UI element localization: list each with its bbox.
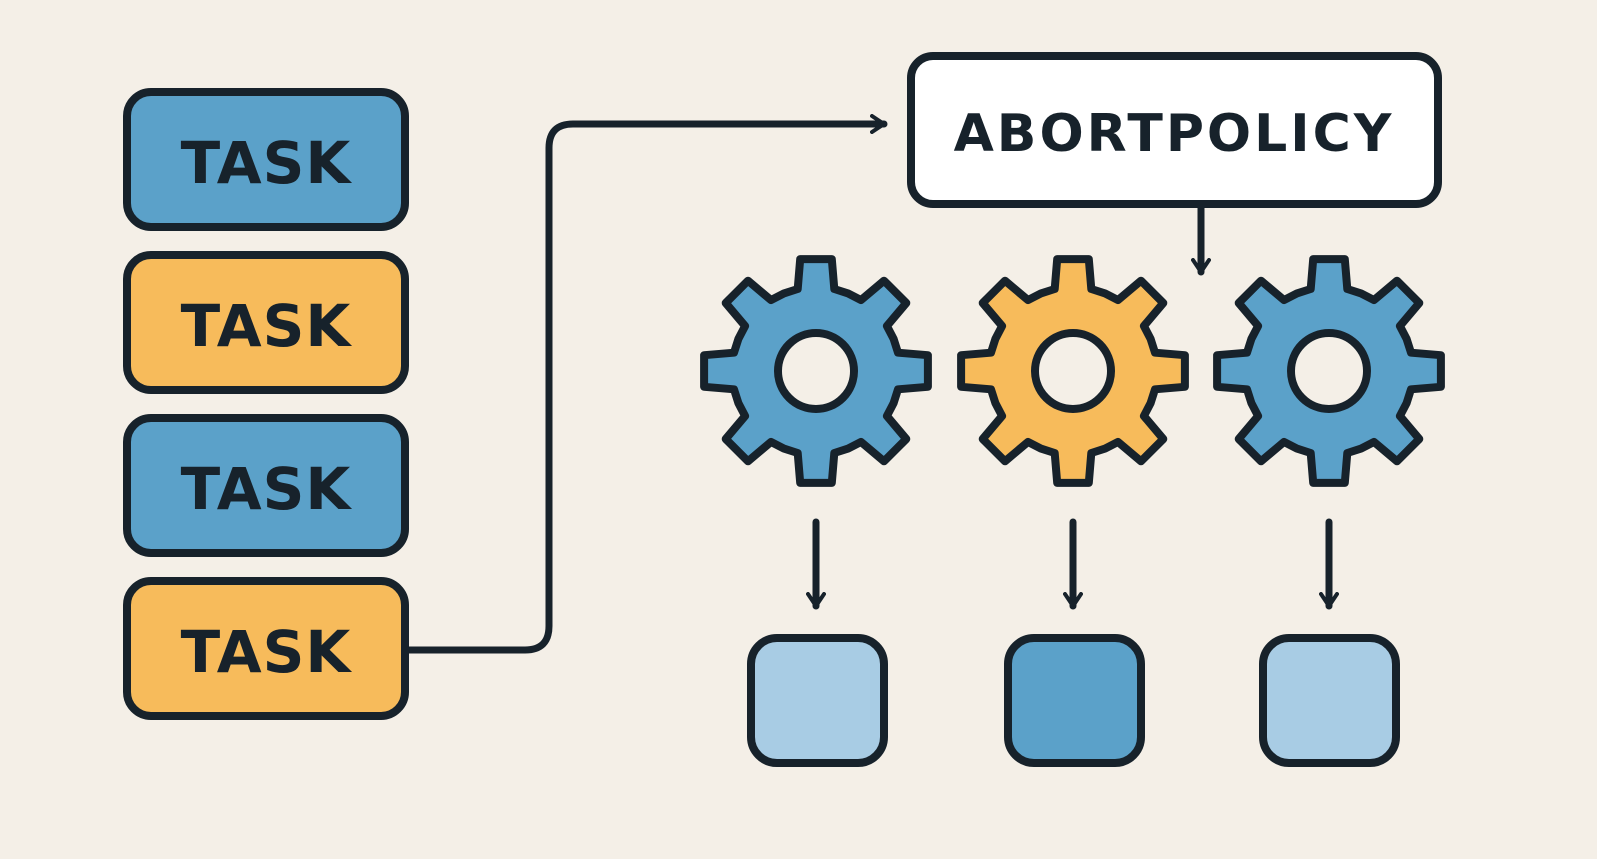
output-box-2 xyxy=(1004,634,1145,767)
abort-policy-box-shape xyxy=(907,52,1442,208)
gear-1 xyxy=(700,255,932,487)
task-box-3: TASK xyxy=(123,414,409,557)
task-to-policy-connector xyxy=(405,114,888,654)
task-box-1: TASK xyxy=(123,88,409,231)
task-label-1: TASK xyxy=(181,129,353,197)
gear-hole xyxy=(1287,329,1371,413)
task-box-4-shape xyxy=(123,577,409,720)
task-stack: TASK TASK TASK TASK xyxy=(123,88,409,720)
output-box-1 xyxy=(747,634,888,767)
task-box-2-shape xyxy=(123,251,409,394)
task-box-3-shape xyxy=(123,414,409,557)
abort-policy-label: ABORTPOLICY xyxy=(954,104,1395,164)
task-box-1-shape xyxy=(123,88,409,231)
task-box-2: TASK xyxy=(123,251,409,394)
output-box-3 xyxy=(1259,634,1400,767)
gear-2 xyxy=(957,255,1189,487)
task-label-3: TASK xyxy=(181,455,353,523)
gear-3 xyxy=(1213,255,1445,487)
task-box-4: TASK xyxy=(123,577,409,720)
gear-hole xyxy=(774,329,858,413)
task-label-2: TASK xyxy=(181,292,353,360)
task-label-4: TASK xyxy=(181,618,353,686)
abort-policy-box: ABORTPOLICY xyxy=(907,52,1442,208)
gear-hole xyxy=(1031,329,1115,413)
